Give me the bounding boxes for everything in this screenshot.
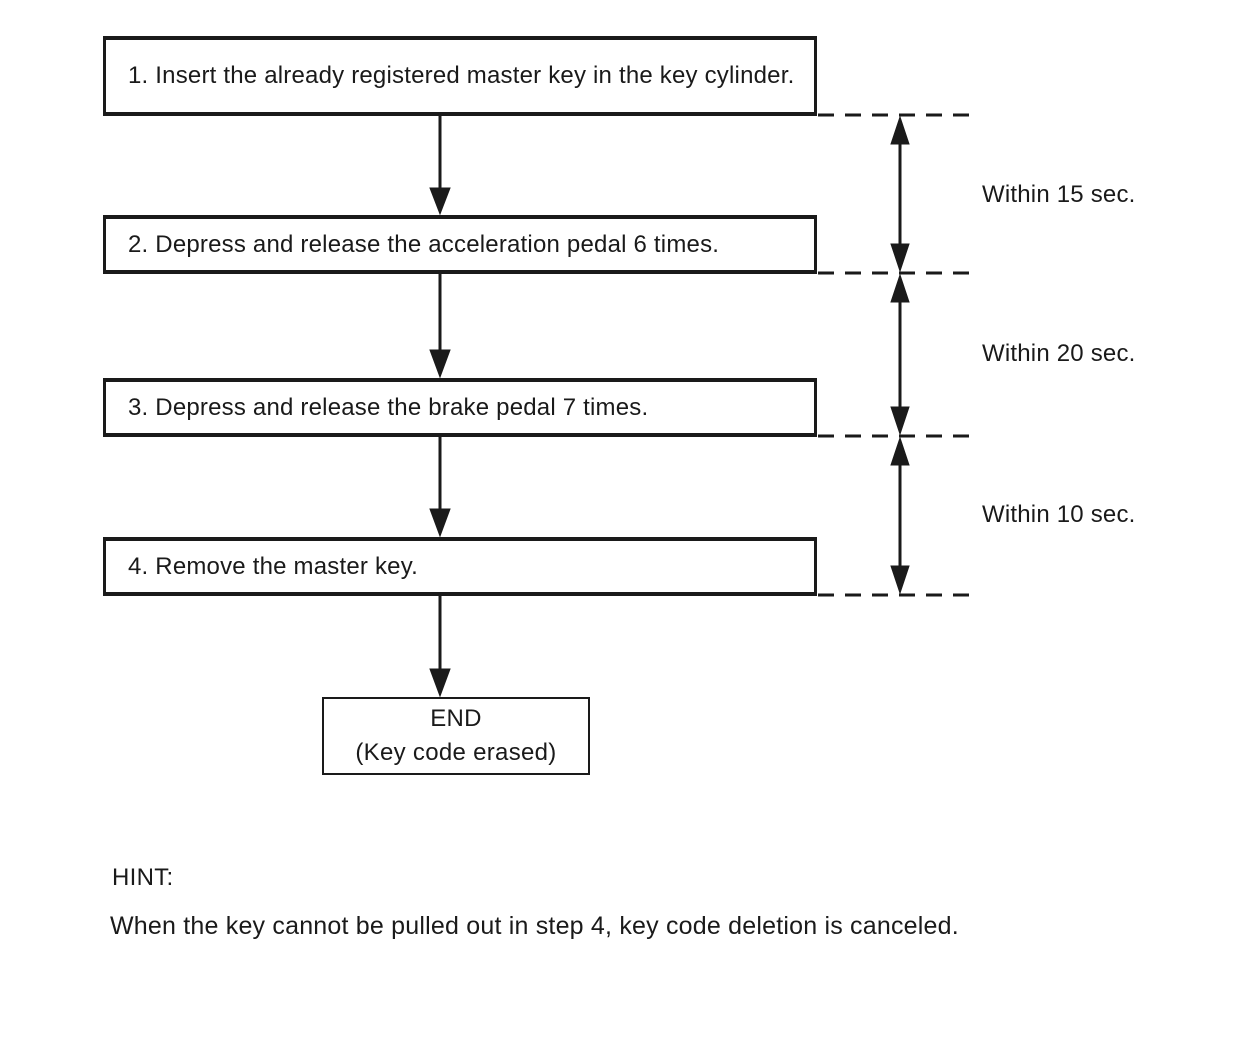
flow-step-2-label: 2. Depress and release the acceleration … xyxy=(128,230,720,258)
timing-label-15-sec: Within 15 sec. xyxy=(982,181,1136,208)
arrow-head-down-icon xyxy=(429,349,451,379)
arrow-head-up-icon xyxy=(890,115,910,145)
arrow-head-down-icon xyxy=(890,565,910,595)
flow-end-node: END (Key code erased) xyxy=(322,697,590,775)
flow-step-1: 1. Insert the already registered master … xyxy=(103,36,817,116)
timing-label-20-sec: Within 20 sec. xyxy=(982,340,1136,367)
arrow-head-down-icon xyxy=(890,243,910,273)
end-title: END xyxy=(430,705,482,732)
arrow-head-down-icon xyxy=(429,187,451,216)
hint-heading: HINT: xyxy=(112,864,174,891)
flow-step-4-label: 4. Remove the master key. xyxy=(128,552,418,580)
hint-text: When the key cannot be pulled out in ste… xyxy=(110,912,959,940)
flow-step-1-label: 1. Insert the already registered master … xyxy=(128,62,795,89)
flow-step-3: 3. Depress and release the brake pedal 7… xyxy=(103,378,817,437)
end-subtitle: (Key code erased) xyxy=(355,739,557,766)
arrow-head-down-icon xyxy=(429,668,451,698)
arrow-head-down-icon xyxy=(429,508,451,538)
arrow-head-up-icon xyxy=(890,273,910,303)
flow-step-2: 2. Depress and release the acceleration … xyxy=(103,215,817,274)
timing-span-arrows xyxy=(890,115,910,595)
arrow-head-down-icon xyxy=(890,406,910,436)
dashed-reference-lines xyxy=(818,113,975,597)
flow-step-3-label: 3. Depress and release the brake pedal 7… xyxy=(128,393,649,421)
flow-step-4: 4. Remove the master key. xyxy=(103,537,817,596)
arrow-head-up-icon xyxy=(890,436,910,466)
flow-arrows xyxy=(429,116,451,698)
timing-label-10-sec: Within 10 sec. xyxy=(982,501,1136,528)
